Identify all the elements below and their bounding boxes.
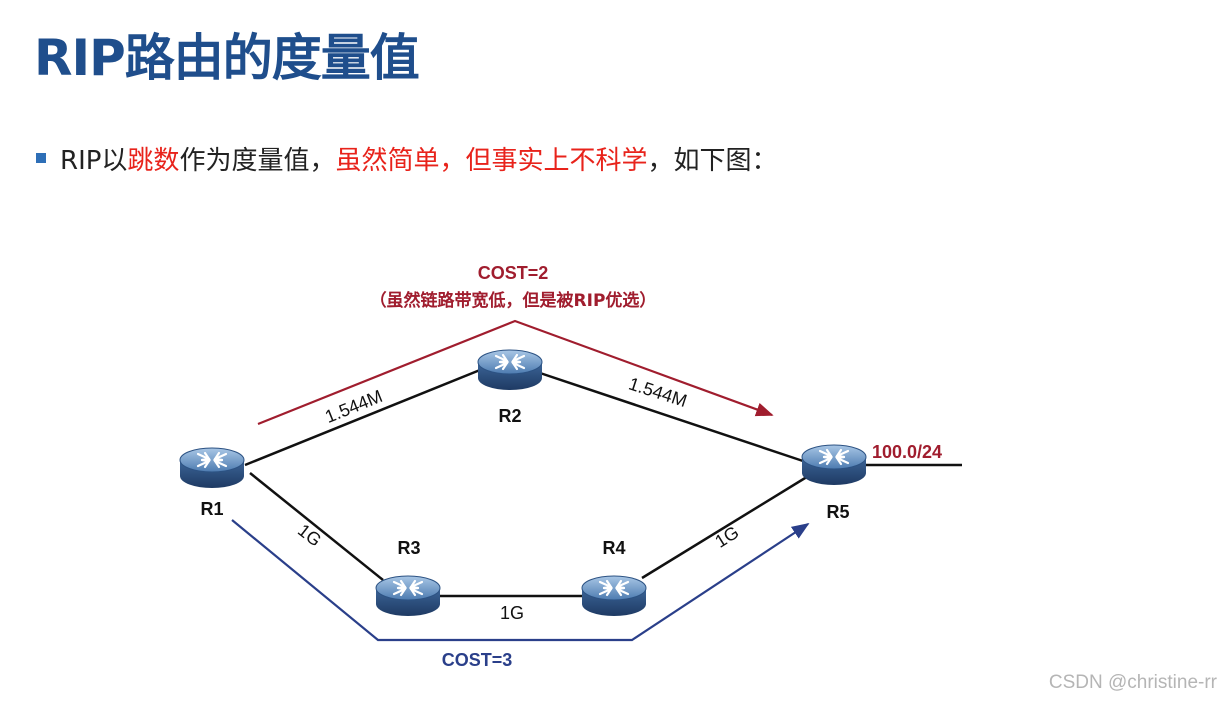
link-r1-r3-label: 1G [294, 520, 325, 551]
bullet-text-part1: RIP以 [60, 145, 128, 176]
page-title: RIP路由的度量值 [34, 29, 420, 87]
router-r5-icon [800, 443, 868, 487]
link-r4-r5 [641, 473, 811, 580]
cost2-path-arrow [257, 319, 774, 426]
bullet-text-highlight: 虽然简单，但事实上不科学 [335, 145, 648, 176]
cost2-label: COST=2 [478, 263, 549, 283]
cost3-label: COST=3 [442, 650, 513, 670]
watermark: CSDN @christine-rr [1048, 672, 1217, 693]
network-prefix-label: 100.0/24 [872, 442, 942, 462]
router-r3-icon [374, 574, 442, 618]
cost3-path-arrow [231, 519, 810, 642]
router-r3-label: R3 [397, 538, 420, 558]
router-r4-icon [580, 574, 648, 618]
link-r1-r2 [244, 368, 481, 467]
link-r2-r5 [539, 371, 807, 464]
link-r1-r3 [249, 472, 384, 581]
router-r1-label: R1 [200, 499, 223, 519]
router-r1-icon [178, 446, 246, 490]
router-r4-label: R4 [602, 538, 625, 558]
bullet-point: RIP以 跳数 作为度量值， 虽然简单，但事实上不科学 ，如下图： [36, 138, 777, 178]
link-r4-r5-label: 1G [711, 522, 742, 552]
router-r5-label: R5 [826, 502, 849, 522]
bullet-text-part5: ，如下图： [647, 145, 778, 176]
link-r3-r4-label: 1G [500, 603, 524, 623]
cost2-note: （虽然链路带宽低，但是被RIP优选） [370, 290, 657, 311]
bullet-text-hop-count: 跳数 [127, 145, 180, 176]
router-r2-label: R2 [498, 406, 521, 426]
bullet-square-icon [36, 153, 46, 163]
bullet-text-part3: 作为度量值， [179, 145, 336, 176]
router-r2-icon [476, 348, 544, 392]
